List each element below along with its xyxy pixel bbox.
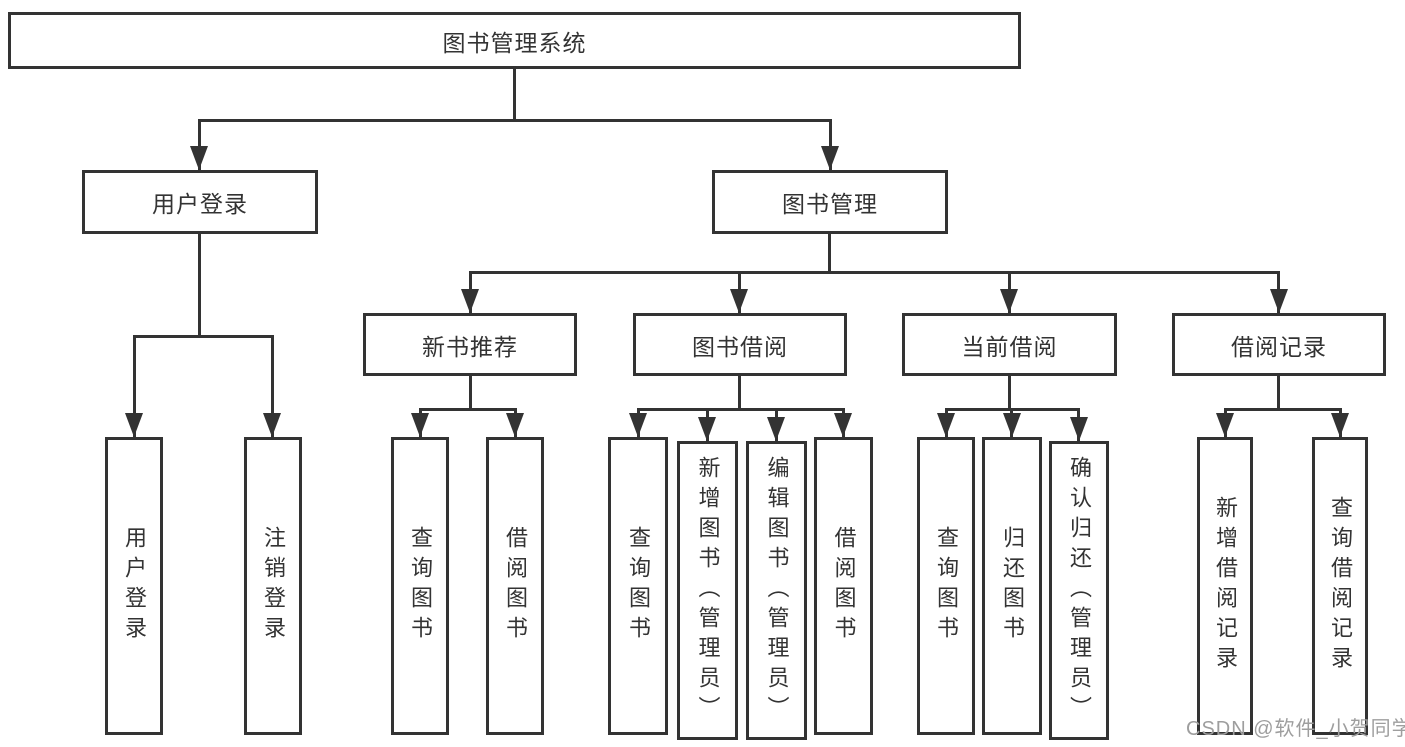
connector-root-bar (198, 119, 832, 122)
leaf-user-login-label: 用户登录 (122, 526, 147, 646)
arrowhead-current-borrowing (1000, 289, 1018, 313)
leaf-bb-query-books-label: 查询图书 (626, 526, 651, 646)
connector-to-book-management (829, 119, 832, 170)
arrowhead-bb-add (698, 417, 716, 441)
arrowhead-cb-confirm (1070, 417, 1088, 441)
connector-bb-drop (738, 376, 741, 411)
leaf-bb-borrow-books-label: 借阅图书 (831, 526, 857, 646)
node-book-management-label: 图书管理 (782, 191, 878, 217)
leaf-nbr-query-books: 查询图书 (391, 437, 449, 735)
arrowhead-book-borrowing (730, 289, 748, 313)
leaf-bb-add-books-label: 新增图书（管理员） (695, 455, 721, 726)
leaf-br-query-record-label: 查询借阅记录 (1328, 496, 1353, 676)
connector-user-login-drop (198, 234, 201, 337)
node-user-login: 用户登录 (82, 170, 318, 234)
arrowhead-borrowing-records (1270, 289, 1288, 313)
leaf-br-add-record: 新增借阅记录 (1197, 437, 1253, 735)
node-new-book-recommend-label: 新书推荐 (422, 333, 518, 360)
leaf-br-add-record-label: 新增借阅记录 (1213, 496, 1238, 676)
node-new-book-recommend: 新书推荐 (363, 313, 577, 376)
leaf-logout: 注销登录 (244, 437, 302, 735)
arrowhead-cb-return (1003, 413, 1021, 437)
connector-root-drop (513, 68, 516, 122)
leaf-cb-return-books-label: 归还图书 (1000, 526, 1025, 646)
arrowhead-br-add (1216, 413, 1234, 437)
arrowhead-leaf-login (125, 413, 143, 437)
node-user-login-label: 用户登录 (152, 191, 248, 217)
connector-nbr-bar (419, 408, 517, 411)
arrowhead-nbr-borrow (506, 413, 524, 437)
arrowhead-book-management (821, 146, 839, 170)
connector-user-login-bar (133, 335, 274, 338)
connector-br-bar (1224, 408, 1342, 411)
arrowhead-leaf-logout (263, 413, 281, 437)
leaf-bb-edit-books: 编辑图书（管理员） (746, 441, 807, 740)
arrowhead-cb-query (937, 413, 955, 437)
node-book-borrowing: 图书借阅 (633, 313, 847, 376)
node-current-borrowing: 当前借阅 (902, 313, 1117, 376)
connector-nbr-drop (469, 376, 472, 411)
connector-book-management-bar (469, 271, 1280, 274)
connector-to-leaf-login (133, 335, 136, 437)
node-book-management: 图书管理 (712, 170, 948, 234)
leaf-cb-query-books-label: 查询图书 (934, 526, 959, 646)
leaf-bb-query-books: 查询图书 (608, 437, 668, 735)
leaf-user-login: 用户登录 (105, 437, 163, 735)
connector-book-management-drop (828, 234, 831, 274)
leaf-nbr-borrow-books: 借阅图书 (486, 437, 544, 735)
connector-cb-drop (1008, 376, 1011, 411)
arrowhead-bb-borrow (834, 413, 852, 437)
arrowhead-new-book-recommend (461, 289, 479, 313)
leaf-cb-confirm-return-label: 确认归还（管理员） (1067, 455, 1092, 726)
connector-to-leaf-logout (271, 335, 274, 437)
node-current-borrowing-label: 当前借阅 (961, 333, 1058, 360)
connector-to-user-login (198, 119, 201, 170)
node-borrowing-records: 借阅记录 (1172, 313, 1386, 376)
arrowhead-br-query (1331, 413, 1349, 437)
leaf-nbr-borrow-books-label: 借阅图书 (503, 526, 528, 646)
leaf-bb-edit-books-label: 编辑图书（管理员） (764, 455, 790, 726)
arrowhead-nbr-query (411, 413, 429, 437)
node-root-label: 图书管理系统 (442, 29, 587, 56)
leaf-cb-confirm-return: 确认归还（管理员） (1049, 441, 1109, 740)
node-book-borrowing-label: 图书借阅 (692, 333, 788, 360)
arrowhead-bb-edit (767, 417, 785, 441)
node-root: 图书管理系统 (8, 12, 1021, 69)
leaf-bb-add-books: 新增图书（管理员） (677, 441, 738, 740)
arrowhead-bb-query (629, 413, 647, 437)
leaf-br-query-record: 查询借阅记录 (1312, 437, 1368, 735)
connector-bb-bar (637, 408, 845, 411)
arrowhead-user-login (190, 146, 208, 170)
leaf-nbr-query-books-label: 查询图书 (408, 526, 433, 646)
node-borrowing-records-label: 借阅记录 (1231, 333, 1327, 360)
connector-br-drop (1277, 376, 1280, 411)
leaf-logout-label: 注销登录 (261, 526, 286, 646)
leaf-bb-borrow-books: 借阅图书 (814, 437, 873, 735)
leaf-cb-query-books: 查询图书 (917, 437, 975, 735)
leaf-cb-return-books: 归还图书 (982, 437, 1042, 735)
watermark: CSDN @软件_小贺同学 (1186, 718, 1405, 740)
